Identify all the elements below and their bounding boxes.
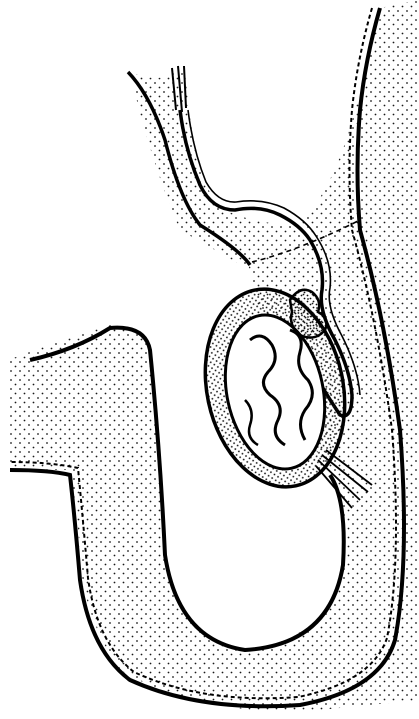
illustration-canvas: [0, 0, 419, 719]
anatomical-illustration: [0, 0, 419, 719]
